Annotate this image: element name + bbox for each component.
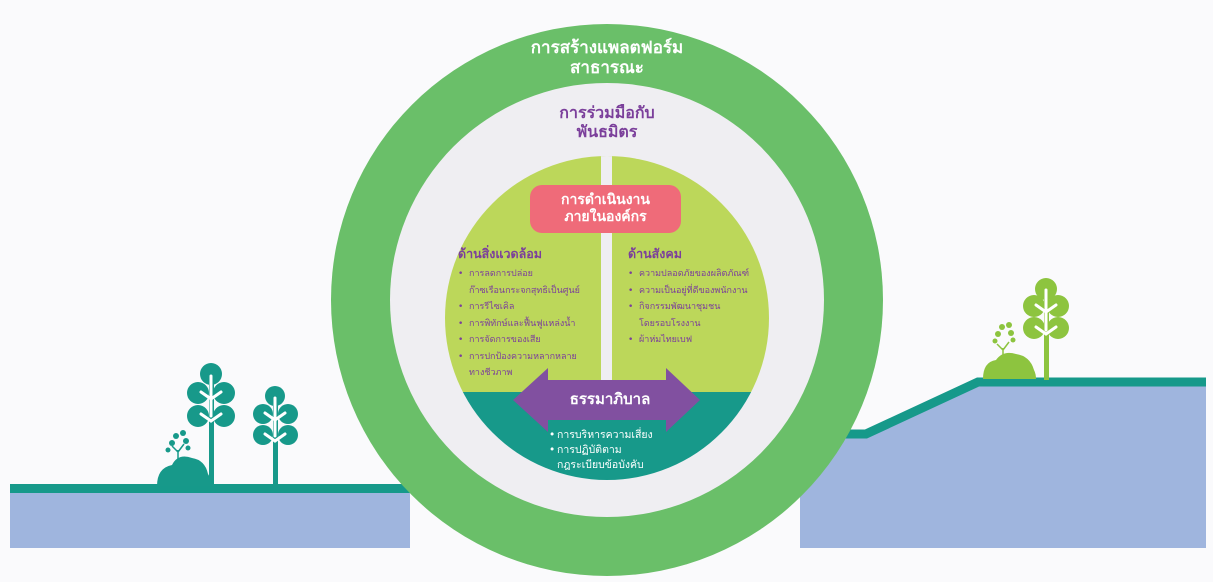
outer-ring-title: การสร้างแพลตฟอร์ม สาธารณะ xyxy=(457,38,757,78)
list-item: การจัดการของเสีย xyxy=(458,332,608,349)
list-item: การลดการปล่อยก๊าซเรือนกระจกสุทธิเป็นศูนย… xyxy=(458,266,608,299)
bush-icon xyxy=(983,322,1036,379)
environment-column: ด้านสิ่งแวดล้อม การลดการปล่อยก๊าซเรือนกร… xyxy=(458,244,608,382)
list-item: ผ้าห่มไทยเบฟ xyxy=(628,332,768,349)
governance-list: การบริหารความเสี่ยง การปฏิบัติตาม กฎระเบ… xyxy=(549,428,709,473)
outer-ring-title-line1: การสร้างแพลตฟอร์ม xyxy=(530,38,684,58)
bush-icon xyxy=(157,430,212,486)
internal-operations-line1: การดำเนินงาน xyxy=(560,192,650,209)
list-item: ความปลอดภัยของผลิตภัณฑ์ xyxy=(628,266,768,283)
internal-operations-box: การดำเนินงาน ภายในองค์กร xyxy=(530,185,681,233)
social-list: ความปลอดภัยของผลิตภัณฑ์ ความเป็นอยู่ที่ด… xyxy=(628,266,768,349)
governance-label: ธรรมาภิบาล xyxy=(569,390,651,408)
ground-line-left xyxy=(10,484,410,493)
partner-ring-title-line2: พันธมิตร xyxy=(576,121,638,141)
list-item-continuation: กฎระเบียบข้อบังคับ xyxy=(557,459,644,471)
environment-list: การลดการปล่อยก๊าซเรือนกระจกสุทธิเป็นศูนย… xyxy=(458,266,608,382)
tree-icon xyxy=(253,386,298,486)
social-heading: ด้านสังคม xyxy=(628,246,683,261)
tree-icon xyxy=(187,363,235,486)
ground-fill-left xyxy=(10,490,410,548)
list-item: การบริหารความเสี่ยง xyxy=(549,428,709,443)
list-item: การรีไซเคิล xyxy=(458,299,608,316)
internal-operations-line2: ภายในองค์กร xyxy=(564,209,647,225)
list-item: การปฏิบัติตาม xyxy=(549,443,709,458)
environment-heading: ด้านสิ่งแวดล้อม xyxy=(458,246,543,261)
ground-fill-right xyxy=(800,384,1206,548)
governance-double-arrow xyxy=(513,368,700,432)
partner-ring-title-line1: การร่วมมือกับ xyxy=(559,103,655,122)
list-item: ความเป็นอยู่ที่ดีของพนักงาน xyxy=(628,283,768,300)
list-item: การพิทักษ์และฟื้นฟูแหล่งน้ำ xyxy=(458,316,608,333)
social-column: ด้านสังคม ความปลอดภัยของผลิตภัณฑ์ ความเป… xyxy=(628,244,768,349)
partner-ring-title: การร่วมมือกับ พันธมิตร xyxy=(487,103,727,142)
outer-ring-title-line2: สาธารณะ xyxy=(570,58,644,79)
tree-icon xyxy=(1023,278,1069,380)
